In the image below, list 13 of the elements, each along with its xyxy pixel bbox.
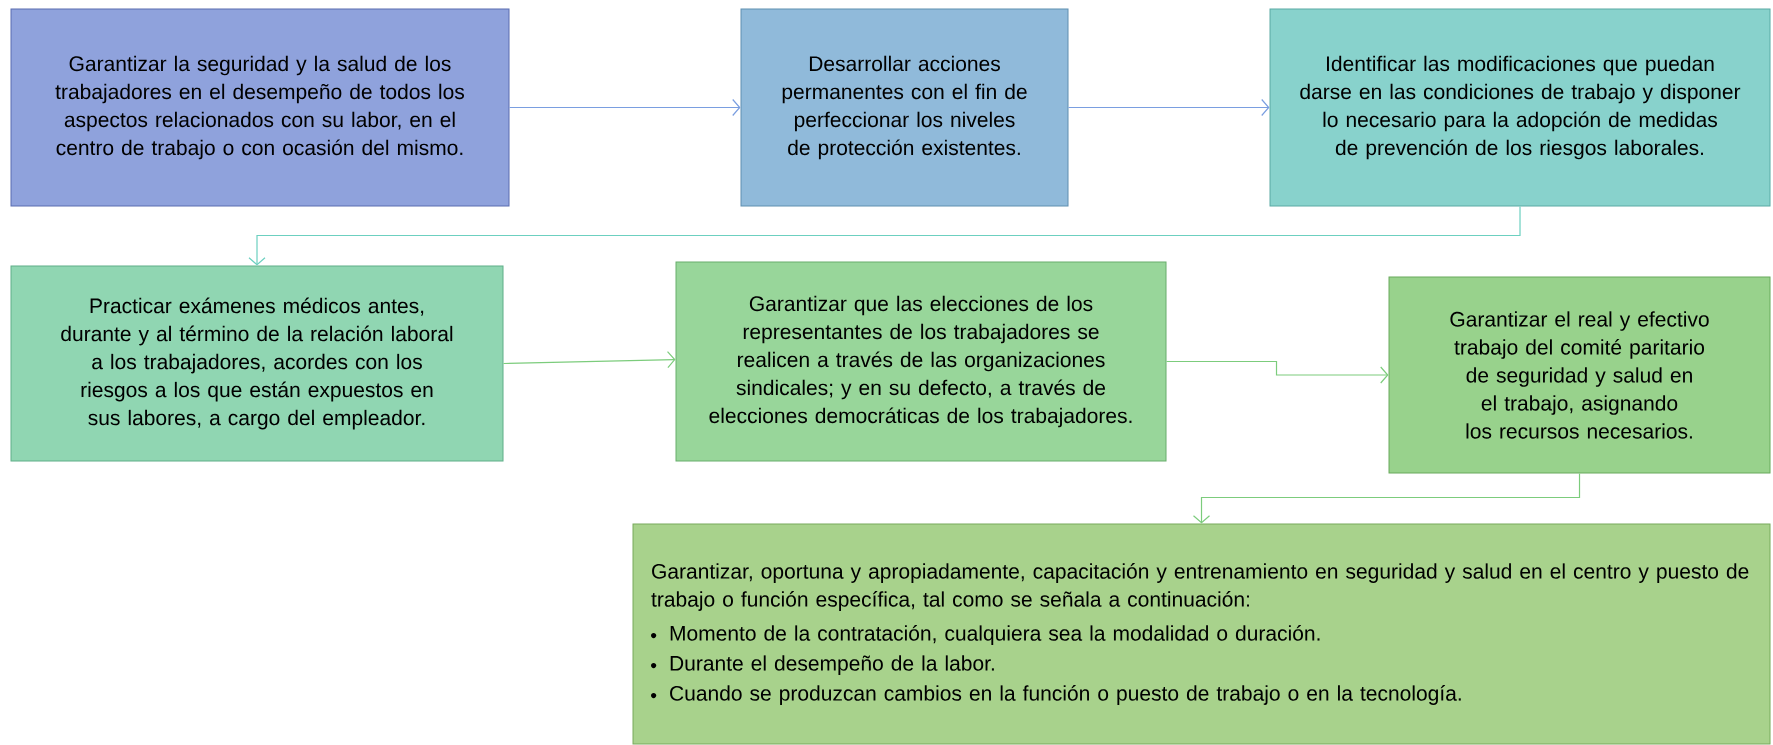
arrow xyxy=(1165,360,1389,384)
arrow xyxy=(1067,98,1270,117)
process-box: Identificar las modificaciones que puedan darse en las condiciones de trabajo y disponer lo necesario para la adopción de medidas de prevención de los riesgos laborales. xyxy=(1269,8,1771,207)
process-box: Practicar exámenes médicos antes, durante y al término de la relación laboral a los trabajadores, acordes con los riesgos a los que están expuestos en sus labores, a cargo del empleador. xyxy=(10,265,504,462)
process-box: Garantizar la seguridad y la salud de los trabajadores en el desempeño de todos los aspectos relacionados con su labor, en el centro de trabajo o con ocasión del mismo. xyxy=(10,8,510,207)
process-box: Desarrollar acciones permanentes con el fin de perfeccionar los niveles de protección existentes. xyxy=(740,8,1069,207)
process-box: Garantizar que las elecciones de los representantes de los trabajadores se realicen a través de las organizaciones sindicales; y en su defecto, a través de elecciones democráticas de los trabajadores. xyxy=(675,261,1167,462)
arrow xyxy=(248,205,1521,266)
bullet-list-box: Garantizar, oportuna y apropiadamente, capacitación y entrenamiento en seguridad y salud en el centro y puesto de trabajo o función específica, tal como se señala a continuación: Momento de la contratación, cualquiera sea la modalidad o duración. Durante el desempeño de la labor. Cuando se produzcan cambios en la función o puesto de trabajo o en la tecnología. xyxy=(632,523,1771,745)
arrow xyxy=(502,351,676,369)
arrow xyxy=(1192,472,1581,524)
arrow xyxy=(508,98,741,117)
process-box: Garantizar el real y efectivo trabajo del comité paritario de seguridad y salud en el trabajo, asignando los recursos necesarios. xyxy=(1388,276,1771,474)
